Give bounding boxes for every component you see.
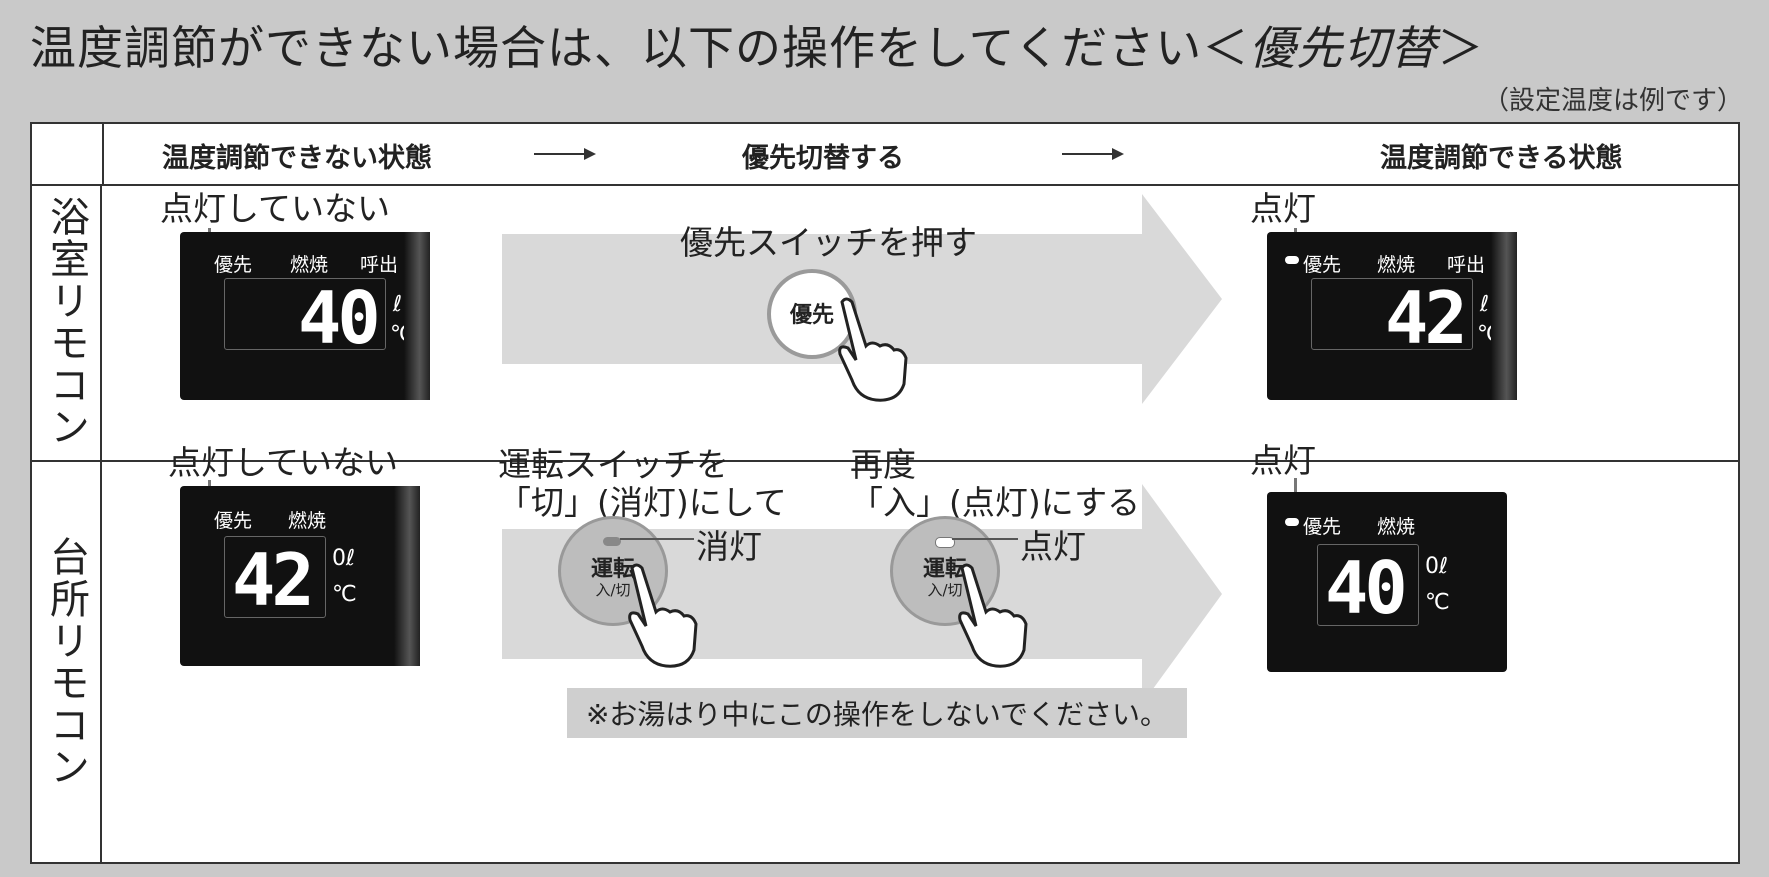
instruction-table: 温度調節できない状態 優先切替する 温度調節できる状態 浴室リモコン 台所リモコ… — [30, 122, 1740, 864]
priority-led-icon — [1285, 518, 1299, 526]
temp-display: 40 — [298, 276, 381, 360]
caution-note: ※お湯はり中にこの操作をしないでください。 — [567, 688, 1187, 738]
header-arrow-icon — [1062, 148, 1124, 160]
led-on-label: 点灯 — [1020, 527, 1086, 566]
step2-instruction: 再度 — [850, 445, 916, 484]
action-instruction: 優先スイッチを押す — [680, 223, 977, 262]
step1-instruction-detail: 「切」(消灯)にして — [498, 483, 787, 522]
state-off-label: 点灯していない — [160, 189, 391, 228]
temp-display: 40 — [1325, 546, 1408, 630]
bath-remote-panel-before: 優先 燃焼 呼出 40 ℓ ℃ — [180, 232, 430, 400]
pointing-hand-icon — [958, 563, 1028, 668]
pointing-hand-icon — [628, 563, 698, 668]
power-button-on[interactable]: 運転 入/切 — [890, 516, 1000, 626]
bath-remote-panel-after: 優先 燃焼 呼出 42 ℓ ℃ — [1267, 232, 1517, 400]
flow-arrow-icon — [502, 194, 1222, 404]
led-on-icon — [935, 537, 955, 548]
step2-instruction-detail: 「入」(点灯)にする — [850, 483, 1141, 522]
row-label-kitchen: 台所リモコン — [32, 462, 102, 862]
priority-led-icon — [1285, 256, 1299, 264]
page-title: 温度調節ができない場合は、以下の操作をしてください＜優先切替＞ — [30, 21, 1485, 75]
header-before: 温度調節できない状態 — [162, 143, 432, 174]
pointing-hand-icon — [838, 297, 908, 402]
temp-display: 42 — [232, 538, 315, 622]
step1-instruction: 運転スイッチを — [498, 445, 729, 484]
header-arrow-icon — [534, 148, 596, 160]
state-off-label: 点灯していない — [168, 443, 399, 482]
header-action: 優先切替する — [742, 143, 904, 174]
state-on-label: 点灯 — [1250, 189, 1316, 228]
kitchen-remote-panel-after: 優先 燃焼 40 0ℓ ℃ — [1267, 492, 1507, 672]
kitchen-remote-panel-before: 優先 燃焼 42 0ℓ ℃ — [180, 486, 420, 666]
state-on-label: 点灯 — [1250, 441, 1316, 480]
example-note: （設定温度は例です） — [1482, 86, 1743, 116]
header-after: 温度調節できる状態 — [1380, 143, 1623, 174]
temp-display: 42 — [1385, 276, 1468, 360]
row-label-bath: 浴室リモコン — [32, 184, 102, 460]
led-off-icon — [603, 537, 621, 546]
table-header: 温度調節できない状態 優先切替する 温度調節できる状態 — [32, 124, 1738, 186]
led-off-label: 消灯 — [696, 527, 762, 566]
